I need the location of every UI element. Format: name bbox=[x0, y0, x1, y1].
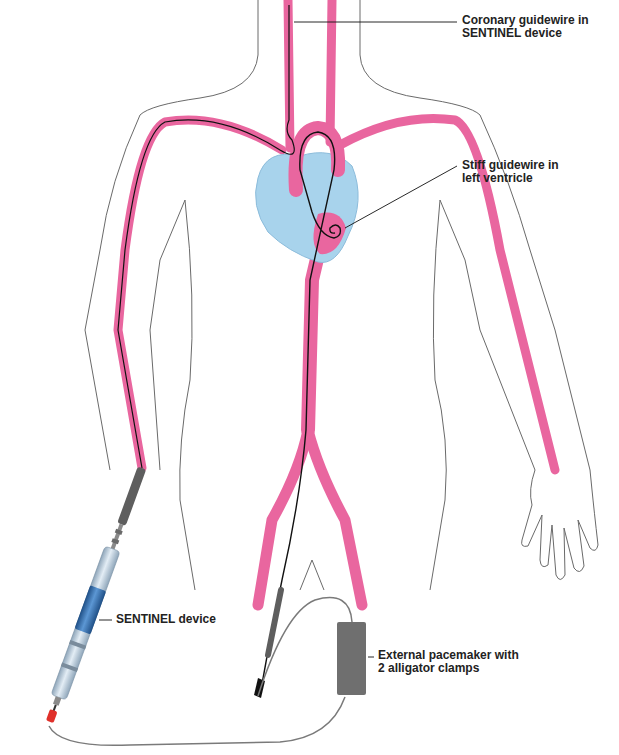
left-inner-arm bbox=[150, 200, 185, 470]
right-hand bbox=[522, 470, 598, 580]
leader-line bbox=[368, 657, 374, 658]
coronary-guidewire bbox=[118, 5, 294, 468]
right-subclavian-arm bbox=[118, 120, 282, 468]
right-iliac-femoral bbox=[258, 430, 308, 605]
stiff-guidewire bbox=[262, 132, 340, 684]
crotch bbox=[300, 560, 324, 590]
vessels bbox=[118, 0, 555, 605]
left-shoulder-arm bbox=[85, 0, 258, 470]
device-band bbox=[111, 538, 119, 544]
leader-line bbox=[345, 166, 457, 228]
device-shaft bbox=[111, 524, 124, 550]
left-torso bbox=[180, 200, 195, 590]
device-band bbox=[115, 529, 123, 535]
pacemaker-cable bbox=[49, 697, 345, 745]
device-sheath bbox=[117, 466, 146, 525]
device-band bbox=[69, 640, 86, 650]
callout-label: External pacemaker with 2 alligator clam… bbox=[378, 649, 523, 675]
femoral-sheath bbox=[268, 590, 281, 655]
device-band bbox=[61, 662, 78, 672]
callout-label: SENTINEL device bbox=[116, 613, 216, 626]
alligator-clamp bbox=[46, 709, 58, 723]
right-shoulder-arm bbox=[360, 0, 590, 470]
sentinel-device bbox=[42, 465, 150, 725]
leader-line bbox=[99, 620, 112, 621]
device-blue-section bbox=[75, 585, 107, 634]
external-pacemaker bbox=[337, 622, 366, 695]
callout-label: Coronary guidewire in SENTINEL device bbox=[462, 14, 607, 40]
callout-label: Stiff guidewire in left ventricle bbox=[462, 159, 572, 185]
leader-line bbox=[294, 22, 457, 23]
device-tip bbox=[53, 696, 61, 706]
device-handle bbox=[51, 546, 120, 700]
left-iliac-femoral bbox=[308, 430, 362, 605]
leader-lines bbox=[99, 22, 457, 657]
left-ventricle bbox=[313, 213, 346, 255]
right-torso bbox=[430, 200, 446, 590]
left-carotid bbox=[330, 0, 332, 142]
